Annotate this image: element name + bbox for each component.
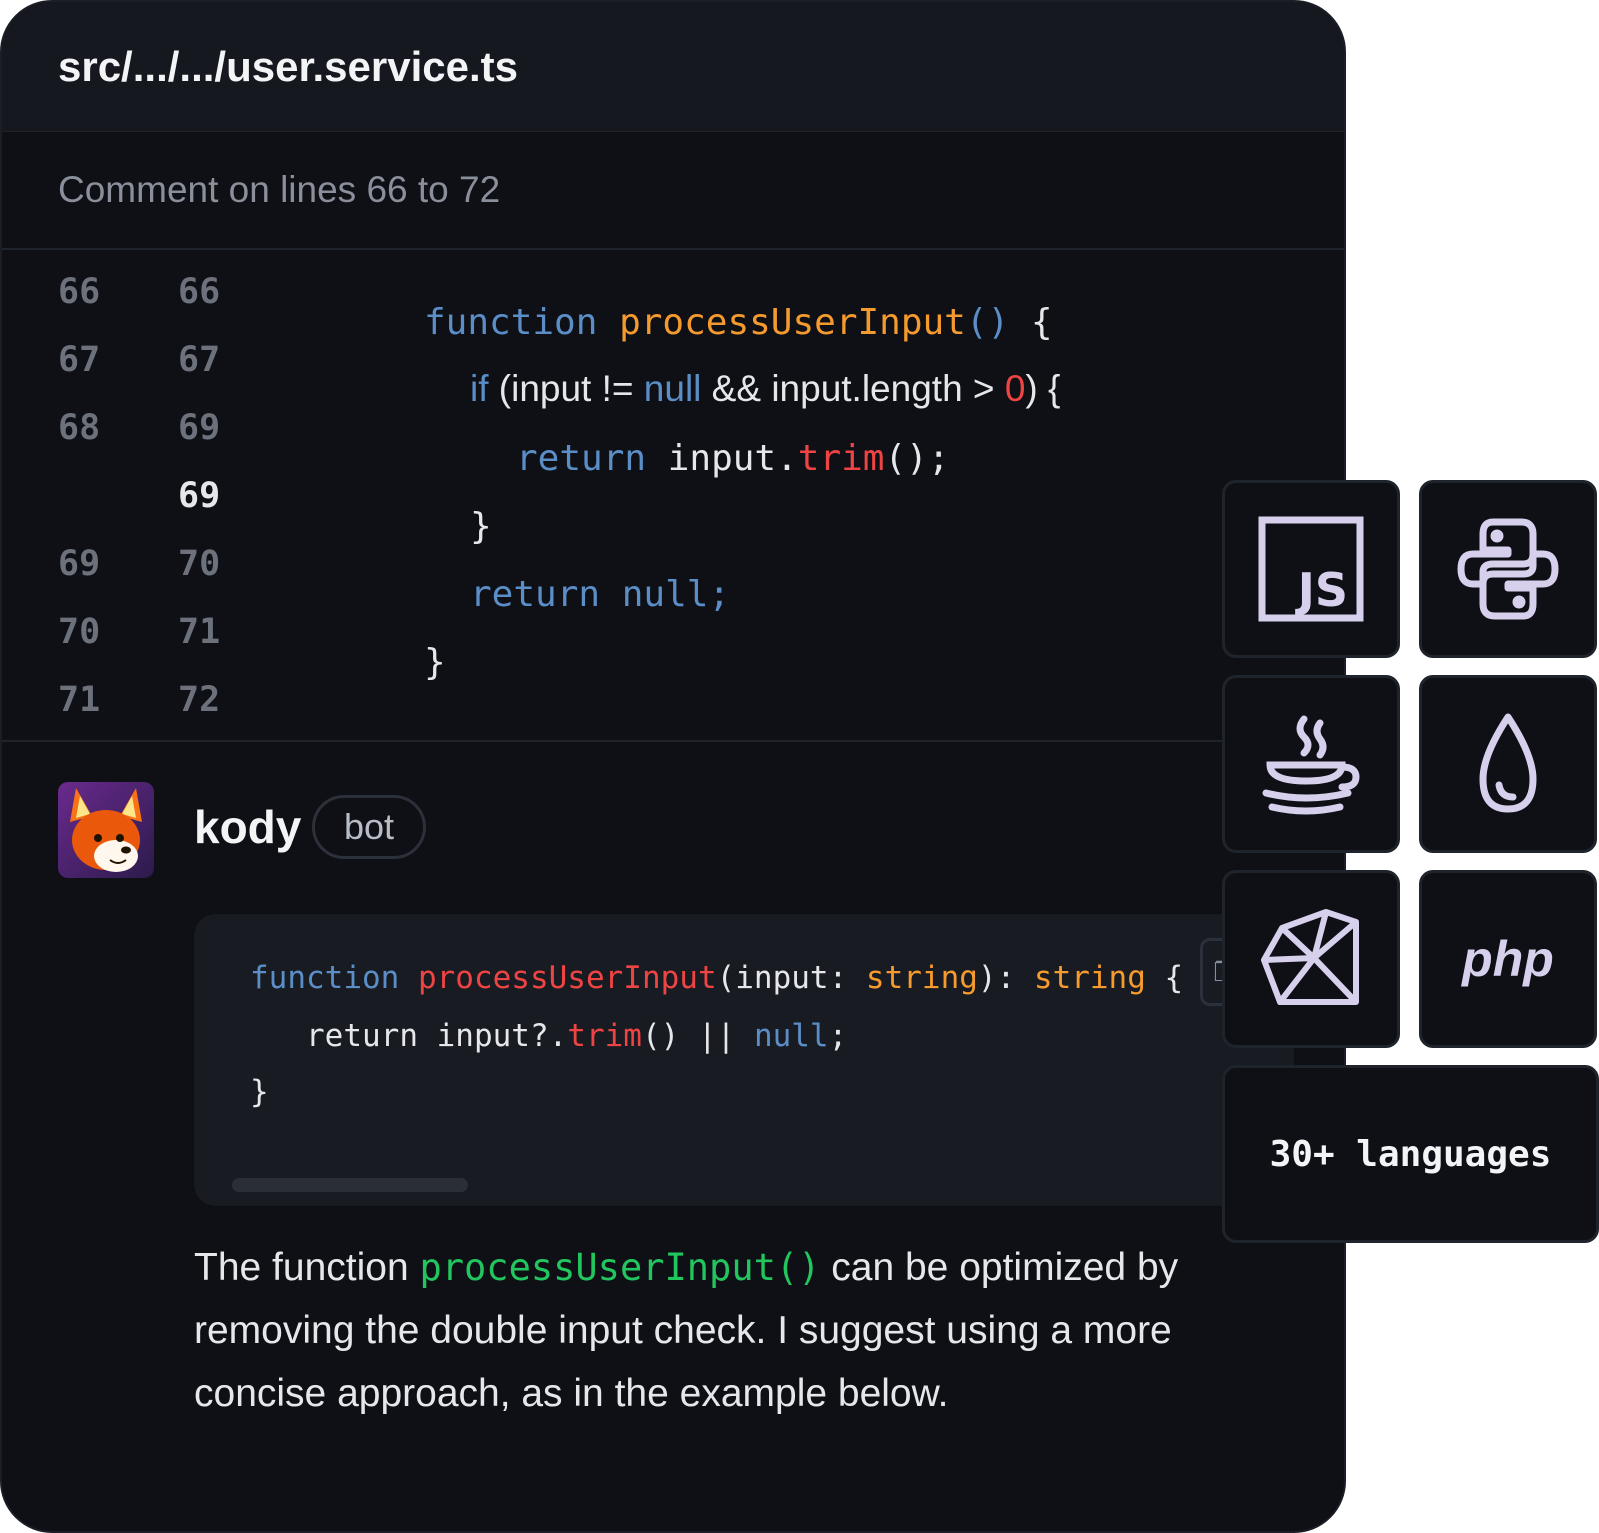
code-text: () ||: [641, 1018, 754, 1054]
code-function-name: processUserInput: [417, 960, 717, 996]
old-line-number: 69: [58, 544, 101, 584]
code-type: string: [865, 960, 978, 996]
code-line: }: [424, 642, 446, 683]
code-line: function processUserInput() {: [424, 302, 1053, 343]
code-paren: (): [965, 302, 1010, 343]
code-text: {: [1145, 960, 1184, 996]
old-line-number: 66: [58, 272, 101, 312]
code-keyword: return: [516, 438, 647, 479]
code-method: trim: [797, 438, 885, 479]
code-type: string: [1033, 960, 1146, 996]
code-text: return input?.: [306, 1018, 568, 1054]
php-icon: php: [1462, 931, 1554, 987]
message-text: can be optimized by removing the double …: [194, 1246, 1179, 1415]
new-line-number-highlighted: 69: [178, 476, 221, 516]
horizontal-scrollbar[interactable]: [232, 1178, 468, 1192]
language-tile-ruby: [1222, 870, 1400, 1048]
ruby-icon: [1261, 909, 1359, 1005]
old-line-number: 68: [58, 408, 101, 448]
suggestion-code-line: function processUserInput(input: string)…: [250, 960, 1183, 996]
file-path[interactable]: src/.../.../user.service.ts: [58, 42, 518, 90]
code-null: null: [643, 368, 702, 409]
avatar: [58, 782, 154, 878]
elixir-icon: [1479, 713, 1537, 813]
suggestion-code-line: return input?.trim() || null;: [306, 1018, 847, 1054]
code-keyword: function: [424, 302, 598, 343]
code-text: ;: [828, 1018, 848, 1054]
code-text: (input:: [716, 960, 866, 996]
new-line-number: 70: [178, 544, 221, 584]
new-line-number: 71: [178, 612, 221, 652]
comment-range-label: Comment on lines 66 to 72: [2, 132, 1344, 250]
language-tile-javascript: JS: [1222, 480, 1400, 658]
javascript-icon: JS: [1258, 516, 1364, 622]
new-line-number: 72: [178, 680, 221, 720]
code-line: return input.trim();: [516, 438, 950, 479]
new-line-number: 66: [178, 272, 221, 312]
code-text: (input !=: [498, 368, 644, 409]
message-text: The function: [194, 1246, 420, 1289]
reviewer-name[interactable]: kody: [194, 801, 302, 853]
code-brace: {: [1030, 302, 1053, 343]
code-line: return null;: [470, 574, 731, 615]
old-line-number: 70: [58, 612, 101, 652]
java-icon: [1262, 715, 1360, 815]
code-null: null: [753, 1018, 829, 1054]
new-line-number: 67: [178, 340, 221, 380]
code-suggestion: ❐ function processUserInput(input: strin…: [194, 914, 1294, 1206]
code-method: trim: [567, 1018, 642, 1054]
code-text: ();: [884, 438, 950, 479]
code-text: ) {: [1025, 368, 1061, 409]
code-text: input.: [646, 438, 798, 479]
code-keyword: if: [470, 368, 489, 409]
python-icon: [1457, 518, 1559, 620]
more-languages-tile: 30+ languages: [1222, 1065, 1599, 1243]
old-line-number: 67: [58, 340, 101, 380]
code-line: if (input != null && input.length > 0) {: [470, 368, 1060, 410]
fox-avatar-icon: [70, 788, 142, 872]
code-keyword: function: [250, 960, 400, 996]
code-line: }: [470, 506, 492, 547]
language-tile-elixir: [1419, 675, 1597, 853]
svg-text:JS: JS: [1295, 563, 1348, 617]
diff-view: 66 66 67 67 68 69 69 69 70 70 71 71 72 f…: [2, 250, 1344, 742]
review-message: The function processUserInput() can be o…: [194, 1236, 1254, 1425]
new-line-number: 69: [178, 408, 221, 448]
language-tile-python: [1419, 480, 1597, 658]
suggestion-code-line: }: [250, 1074, 269, 1110]
inline-code: processUserInput(): [419, 1246, 821, 1289]
file-header: src/.../.../user.service.ts: [2, 2, 1344, 132]
code-text: && input.length >: [701, 368, 1005, 409]
code-text: ):: [977, 960, 1034, 996]
code-number: 0: [1004, 368, 1026, 409]
bot-badge: bot: [312, 795, 426, 859]
code-review-card: src/.../.../user.service.ts Comment on l…: [0, 0, 1346, 1533]
code-function-name: processUserInput: [619, 302, 966, 343]
language-tile-java: [1222, 675, 1400, 853]
language-tile-php: php: [1419, 870, 1597, 1048]
old-line-number: 71: [58, 680, 101, 720]
